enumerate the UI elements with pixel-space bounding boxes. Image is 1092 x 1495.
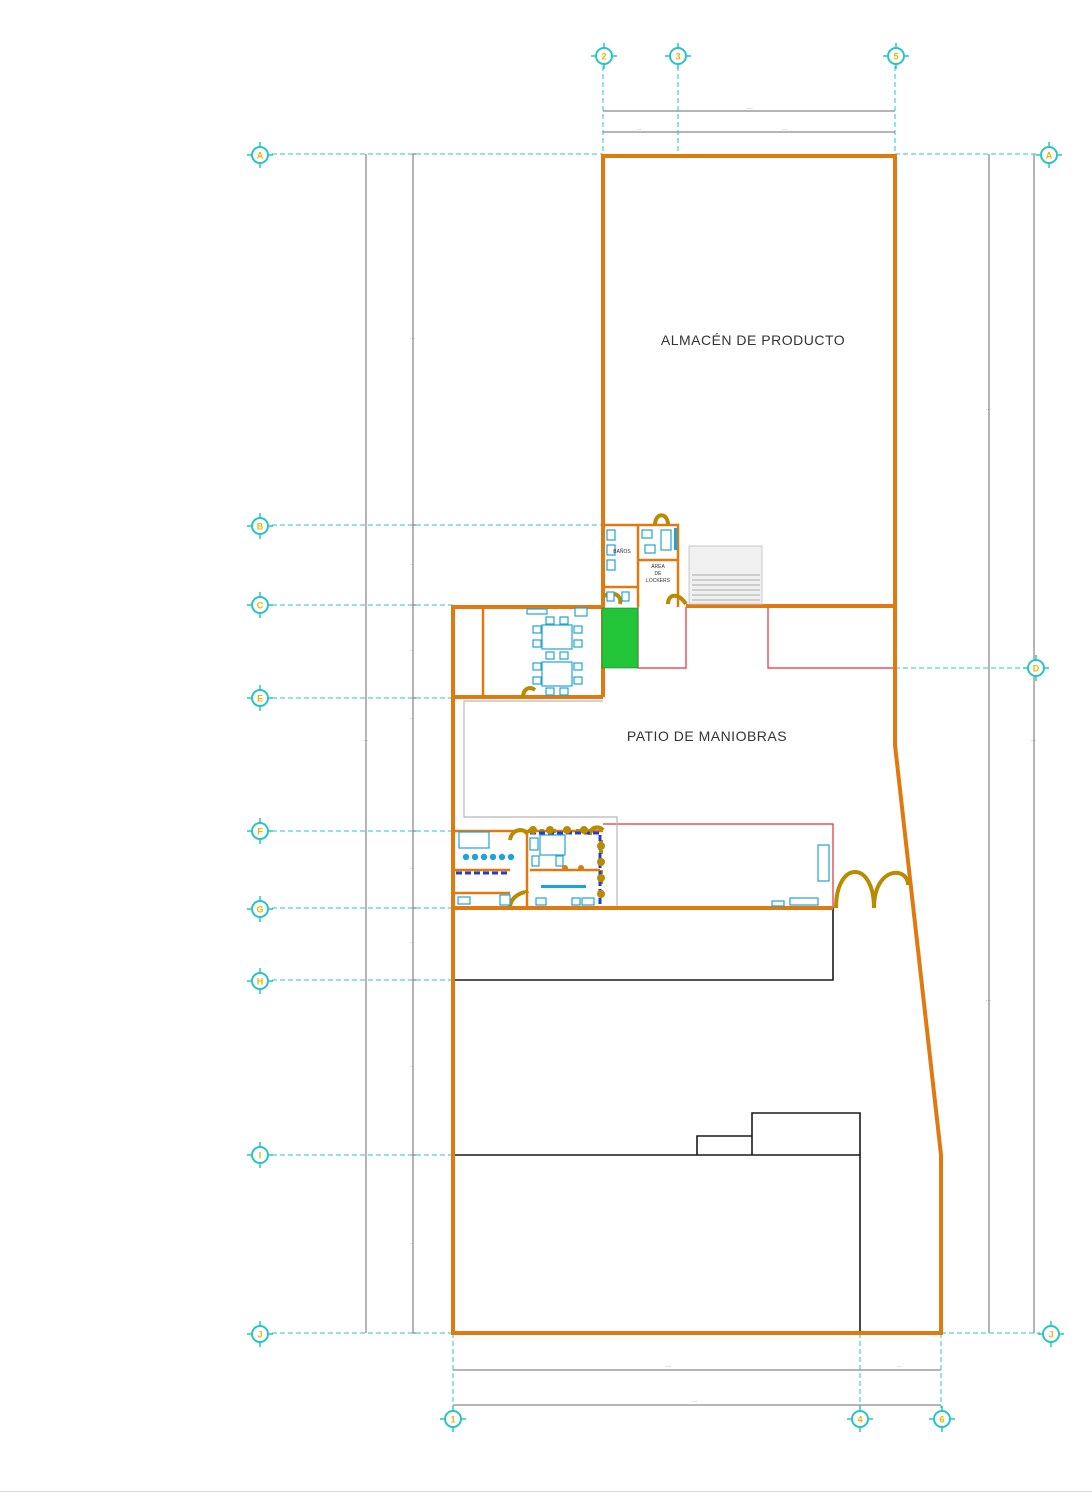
- red-outlines: [603, 607, 895, 908]
- grid-axis-marker-icon: 5: [883, 43, 909, 69]
- svg-text:DE: DE: [655, 571, 663, 577]
- dimension-lines: [365, 110, 1035, 1406]
- svg-text:·····: ·····: [746, 106, 753, 111]
- svg-text:A: A: [1046, 151, 1053, 161]
- axis-markers-columns-bottom: 1 4 6: [440, 1406, 955, 1432]
- svg-text:···: ···: [410, 648, 414, 653]
- svg-text:···: ···: [410, 1241, 414, 1246]
- svg-text:3: 3: [675, 52, 680, 62]
- svg-text:····: ····: [363, 738, 368, 743]
- lower-structures: [453, 907, 861, 1333]
- grid-axis-marker-icon: F: [247, 818, 273, 844]
- grid-axis-marker-icon: B: [247, 513, 273, 539]
- svg-text:J: J: [257, 1330, 262, 1340]
- axis-markers-rows-right: A D J: [1023, 142, 1064, 1347]
- room-label-patio: PATIO DE MANIOBRAS: [627, 728, 787, 744]
- room-label-banos: BAÑOS: [613, 548, 631, 555]
- room-label-almacen: ALMACÉN DE PRODUCTO: [661, 332, 845, 348]
- page-bottom-rule: [0, 1491, 1092, 1492]
- svg-text:····: ····: [782, 127, 787, 132]
- dimension-labels: ····· ···· ···· ···· ··· ··· ··· ·· ·· ·…: [363, 106, 1036, 1404]
- grid-axis-marker-icon: 6: [929, 1406, 955, 1432]
- svg-text:I: I: [259, 1151, 262, 1161]
- grid-axis-marker-icon: 2: [591, 43, 617, 69]
- room-label-lockers: ÁREA DE LOCKERS: [646, 563, 671, 584]
- main-walls: [451, 154, 943, 1335]
- svg-text:J: J: [1048, 1330, 1053, 1340]
- columns: [529, 826, 605, 898]
- svg-text:····: ····: [1031, 738, 1036, 743]
- grid-axis-marker-icon: 3: [665, 43, 691, 69]
- svg-text:1: 1: [450, 1415, 455, 1425]
- svg-text:ÁREA: ÁREA: [651, 563, 665, 570]
- garden-area: [601, 607, 639, 669]
- grid-axis-marker-icon: I: [247, 1142, 273, 1168]
- svg-text:E: E: [257, 694, 263, 704]
- svg-text:C: C: [257, 601, 264, 611]
- svg-text:··: ··: [410, 866, 413, 871]
- svg-text:···: ···: [410, 562, 414, 567]
- grid-axis-marker-icon: D: [1023, 655, 1049, 681]
- svg-text:····: ····: [692, 1399, 697, 1404]
- svg-text:G: G: [256, 905, 263, 915]
- svg-text:···: ···: [410, 1064, 414, 1069]
- axis-markers-rows-left: A B C E F G H I: [247, 142, 273, 1347]
- furniture: [457, 528, 830, 907]
- svg-text:5: 5: [893, 52, 898, 62]
- svg-text:····: ····: [636, 127, 641, 132]
- grid-axis-marker-icon: A: [1036, 142, 1062, 168]
- svg-text:···: ···: [897, 1364, 901, 1369]
- svg-text:A: A: [257, 151, 264, 161]
- svg-text:····: ····: [986, 998, 991, 1003]
- grid-axis-marker-icon: G: [247, 896, 273, 922]
- grid-axis-marker-icon: H: [247, 968, 273, 994]
- grid-axis-marker-icon: J: [1038, 1321, 1064, 1347]
- svg-text:LOCKERS: LOCKERS: [646, 578, 671, 584]
- grid-axis-marker-icon: C: [247, 592, 273, 618]
- svg-text:··: ··: [410, 940, 413, 945]
- svg-text:···: ···: [410, 716, 414, 721]
- grid-axis-marker-icon: J: [247, 1321, 273, 1347]
- loading-ramp: [688, 545, 763, 605]
- svg-text:4: 4: [857, 1415, 862, 1425]
- svg-text:6: 6: [939, 1415, 944, 1425]
- grid-axis-marker-icon: 4: [847, 1406, 873, 1432]
- svg-text:····: ····: [410, 336, 415, 341]
- svg-text:D: D: [1033, 664, 1040, 674]
- svg-text:····: ····: [986, 407, 991, 412]
- grid-axis-marker-icon: 1: [440, 1406, 466, 1432]
- svg-text:H: H: [257, 977, 264, 987]
- svg-text:2: 2: [601, 52, 606, 62]
- svg-text:B: B: [257, 522, 264, 532]
- axis-lines: [272, 66, 1040, 1408]
- svg-text:····: ····: [666, 1364, 671, 1369]
- axis-markers-columns-top: 2 3 5: [591, 43, 909, 69]
- grid-axis-marker-icon: E: [247, 685, 273, 711]
- svg-text:F: F: [257, 827, 263, 837]
- grid-axis-marker-icon: A: [247, 142, 273, 168]
